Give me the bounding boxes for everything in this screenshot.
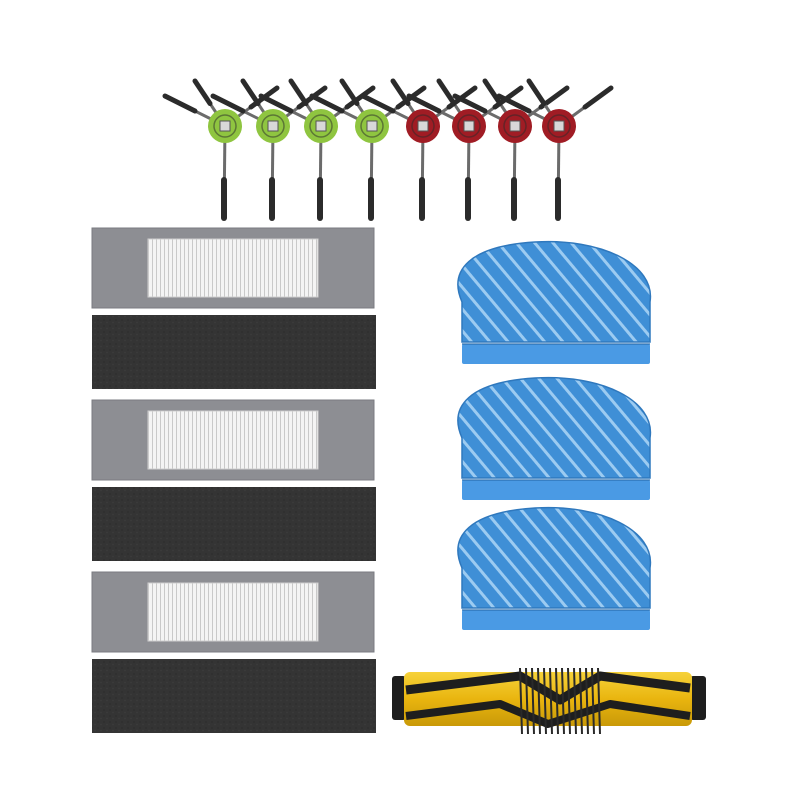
hub-ring (360, 114, 384, 138)
hub-center (463, 120, 475, 132)
hub-center (219, 120, 231, 132)
brush-bristle (406, 93, 442, 114)
hepa-frame-edge (91, 227, 375, 309)
hub-ring (213, 114, 237, 138)
roller-end-cap-left (392, 676, 406, 720)
roller-bristle (573, 667, 577, 735)
hub-center (509, 120, 521, 132)
hub-center (267, 120, 279, 132)
filter-set (91, 399, 376, 561)
mop-pad (457, 240, 652, 364)
mop-pad-hem (462, 610, 650, 630)
mop-pad-hem (462, 344, 650, 364)
brush-bristle (240, 78, 261, 106)
brush-bristle (496, 93, 532, 114)
roller-bristle (543, 667, 547, 735)
brush-bristle (344, 85, 376, 110)
roller-blade (405, 700, 691, 728)
brush-bristle (192, 78, 213, 106)
brush-bristle (210, 93, 246, 114)
roller-bristle (567, 667, 571, 735)
roller-bristle (561, 667, 565, 735)
roller-bristle (537, 667, 541, 735)
hub-center (315, 120, 327, 132)
roller-bristle (597, 667, 601, 735)
main-roller-brush (392, 667, 706, 735)
hepa-frame-edge (91, 571, 375, 653)
hub-ring (411, 114, 435, 138)
hub-center (417, 120, 429, 132)
side-brush (452, 78, 570, 221)
brush-bristle (452, 93, 488, 114)
filter-column (91, 227, 376, 733)
brush-bristle (582, 85, 614, 110)
hub-ring (309, 114, 333, 138)
mop-pad-body (457, 506, 652, 609)
mop-pad-body (457, 240, 652, 343)
roller-blade (405, 671, 691, 705)
hub-center (553, 120, 565, 132)
hub-ring (261, 114, 285, 138)
hub-ring (503, 114, 527, 138)
mop-pad (457, 376, 652, 500)
brush-bristle (309, 93, 345, 114)
roller-bristle (585, 667, 589, 735)
roller-bristle (531, 667, 535, 735)
mop-pad-hem (462, 480, 650, 500)
sponge-filter (92, 315, 376, 389)
hub-ring (457, 114, 481, 138)
roller-bristle (549, 667, 553, 735)
roller-bristle (525, 667, 529, 735)
brush-bristle (360, 93, 396, 114)
side-brush (406, 78, 524, 221)
brush-bristle (339, 78, 360, 106)
brush-bristle (436, 78, 457, 106)
mop-pad-column (457, 240, 652, 630)
brush-bristle (258, 93, 294, 114)
roller-bristle (579, 667, 583, 735)
hepa-frame-edge (91, 399, 375, 481)
roller-bristle (555, 667, 559, 735)
sponge-filter (92, 659, 376, 733)
filter-set (91, 571, 376, 733)
brush-bristle (526, 78, 547, 106)
roller-bristle (519, 667, 523, 735)
hepa-pleats (147, 238, 319, 298)
hepa-pleats (147, 410, 319, 470)
side-brush-row (162, 78, 614, 221)
roller-brush (392, 667, 706, 735)
brush-bristle (482, 78, 503, 106)
brush-bristle (288, 78, 309, 106)
brush-bristle (390, 78, 411, 106)
hub-center (366, 120, 378, 132)
side-brush (496, 78, 614, 221)
roller-bristle (591, 667, 595, 735)
roller-end-cap-right (690, 676, 706, 720)
brush-bristle (162, 93, 198, 114)
filter-set (91, 227, 376, 389)
hepa-pleats (147, 582, 319, 642)
side-brush (309, 78, 427, 221)
hub-ring (547, 114, 571, 138)
mop-pad (457, 506, 652, 630)
mop-pad-body (457, 376, 652, 479)
sponge-filter (92, 487, 376, 561)
